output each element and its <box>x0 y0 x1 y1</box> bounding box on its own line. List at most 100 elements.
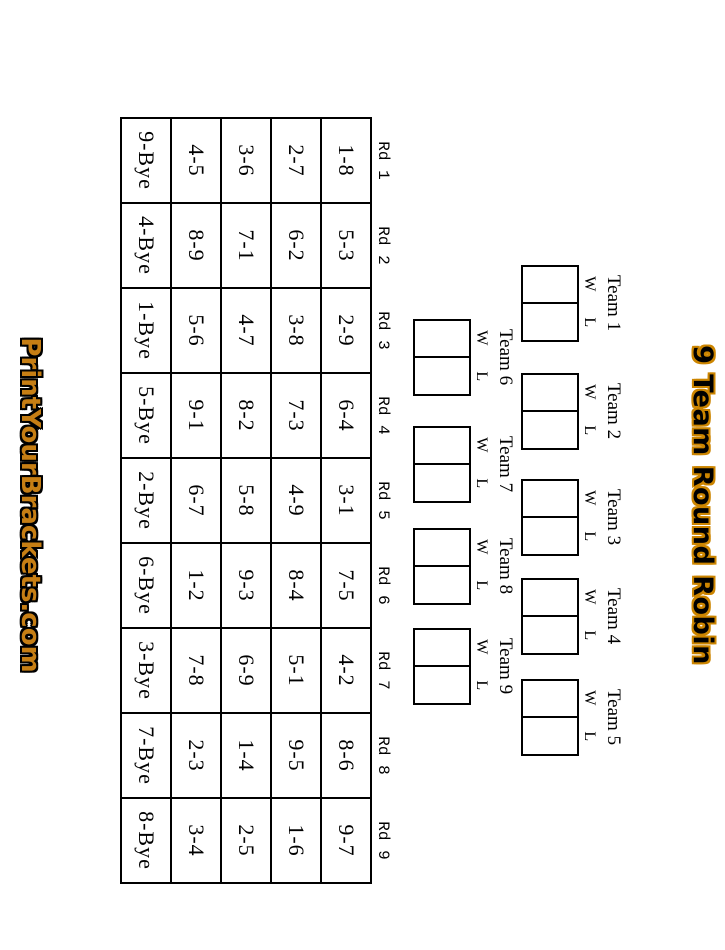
round-header: Rd 9 <box>374 821 393 860</box>
team-name: Team 6 <box>495 328 516 386</box>
wins-label: W <box>581 276 598 292</box>
wins-box <box>415 428 469 464</box>
bye-cell: 2-Bye <box>121 458 171 543</box>
bye-cell: 1-Bye <box>121 288 171 373</box>
losses-box <box>523 410 577 448</box>
match-cell: 2-5 <box>221 798 271 883</box>
team-name: Team 7 <box>495 435 516 493</box>
team-entry-8: Team 8 W L <box>413 511 516 621</box>
match-cell: 9-3 <box>221 543 271 628</box>
team-name: Team 1 <box>603 274 624 332</box>
round-header: Rd 3 <box>374 311 393 350</box>
match-cell: 6-2 <box>271 203 321 288</box>
record-box <box>521 577 579 655</box>
match-cell: 6-7 <box>171 458 221 543</box>
wins-label: W <box>473 437 490 453</box>
win-loss-labels: W L <box>580 578 598 655</box>
round-header: Rd 5 <box>374 481 393 520</box>
page-title: 9 Team Round Robin <box>687 345 718 665</box>
win-loss-labels: W L <box>472 426 490 503</box>
wins-label: W <box>581 384 598 400</box>
match-row-3: 3-6 7-1 4-7 8-2 5-8 9-3 6-9 1-4 2-5 <box>221 118 271 883</box>
bye-row: 9-Bye 4-Bye 1-Bye 5-Bye 2-Bye 6-Bye 3-By… <box>121 118 171 883</box>
round-header-row: Rd 1 Rd 2 Rd 3 Rd 4 Rd 5 Rd 6 Rd 7 Rd 8 … <box>371 118 395 883</box>
win-loss-labels: W L <box>472 628 490 705</box>
match-cell: 1-2 <box>171 543 221 628</box>
losses-label: L <box>581 425 598 436</box>
team-entry-9: Team 9 W L <box>413 611 516 721</box>
match-row-1: 1-8 5-3 2-9 6-4 3-1 7-5 4-2 8-6 9-7 <box>321 118 371 883</box>
win-loss-labels: W L <box>472 528 490 605</box>
match-cell: 7-1 <box>221 203 271 288</box>
team-name: Team 3 <box>603 488 624 546</box>
match-cell: 8-9 <box>171 203 221 288</box>
round-header: Rd 8 <box>374 736 393 775</box>
match-cell: 6-9 <box>221 628 271 713</box>
match-cell: 9-7 <box>321 798 371 883</box>
team-entry-6: Team 6 W L <box>413 302 516 412</box>
losses-box <box>523 716 577 754</box>
match-cell: 7-3 <box>271 373 321 458</box>
win-loss-labels: W L <box>580 479 598 556</box>
round-header: Rd 6 <box>374 566 393 605</box>
schedule-table: Rd 1 Rd 2 Rd 3 Rd 4 Rd 5 Rd 6 Rd 7 Rd 8 … <box>120 117 395 884</box>
team-entry-7: Team 7 W L <box>413 409 516 519</box>
losses-label: L <box>581 531 598 542</box>
record-box <box>521 478 579 556</box>
match-cell: 4-7 <box>221 288 271 373</box>
match-cell: 1-6 <box>271 798 321 883</box>
wins-box <box>523 267 577 303</box>
record-box <box>413 425 471 503</box>
team-name: Team 8 <box>495 537 516 595</box>
win-loss-labels: W L <box>580 679 598 756</box>
match-cell: 8-6 <box>321 713 371 798</box>
wins-box <box>415 321 469 357</box>
bye-cell: 4-Bye <box>121 203 171 288</box>
win-loss-labels: W L <box>580 373 598 450</box>
wins-label: W <box>581 490 598 506</box>
match-cell: 4-2 <box>321 628 371 713</box>
match-cell: 5-1 <box>271 628 321 713</box>
losses-label: L <box>473 371 490 382</box>
losses-label: L <box>581 630 598 641</box>
round-header: Rd 2 <box>374 226 393 265</box>
match-cell: 5-6 <box>171 288 221 373</box>
losses-box <box>415 665 469 703</box>
match-cell: 9-5 <box>271 713 321 798</box>
watermark: PrintYourBrackets.com <box>15 337 45 673</box>
wins-label: W <box>473 539 490 555</box>
wins-label: W <box>473 639 490 655</box>
match-cell: 8-4 <box>271 543 321 628</box>
record-box <box>413 627 471 705</box>
match-cell: 1-4 <box>221 713 271 798</box>
team-entry-1: Team 1 W L <box>521 248 624 358</box>
match-cell: 1-8 <box>321 118 371 203</box>
round-header: Rd 4 <box>374 396 393 435</box>
match-row-2: 2-7 6-2 3-8 7-3 4-9 8-4 5-1 9-5 1-6 <box>271 118 321 883</box>
match-cell: 2-3 <box>171 713 221 798</box>
team-entry-3: Team 3 W L <box>521 462 624 572</box>
round-header: Rd 1 <box>374 141 393 180</box>
wins-label: W <box>581 690 598 706</box>
match-cell: 5-3 <box>321 203 371 288</box>
bye-cell: 9-Bye <box>121 118 171 203</box>
match-cell: 9-1 <box>171 373 221 458</box>
bye-cell: 5-Bye <box>121 373 171 458</box>
wins-box <box>523 375 577 411</box>
bye-cell: 7-Bye <box>121 713 171 798</box>
match-cell: 3-1 <box>321 458 371 543</box>
match-cell: 3-6 <box>221 118 271 203</box>
team-name: Team 2 <box>603 382 624 440</box>
match-cell: 2-7 <box>271 118 321 203</box>
match-cell: 2-9 <box>321 288 371 373</box>
match-cell: 5-8 <box>221 458 271 543</box>
match-cell: 6-4 <box>321 373 371 458</box>
match-cell: 4-9 <box>271 458 321 543</box>
match-cell: 7-8 <box>171 628 221 713</box>
team-entry-4: Team 4 W L <box>521 561 624 671</box>
losses-box <box>415 565 469 603</box>
team-name: Team 5 <box>603 688 624 746</box>
match-cell: 8-2 <box>221 373 271 458</box>
